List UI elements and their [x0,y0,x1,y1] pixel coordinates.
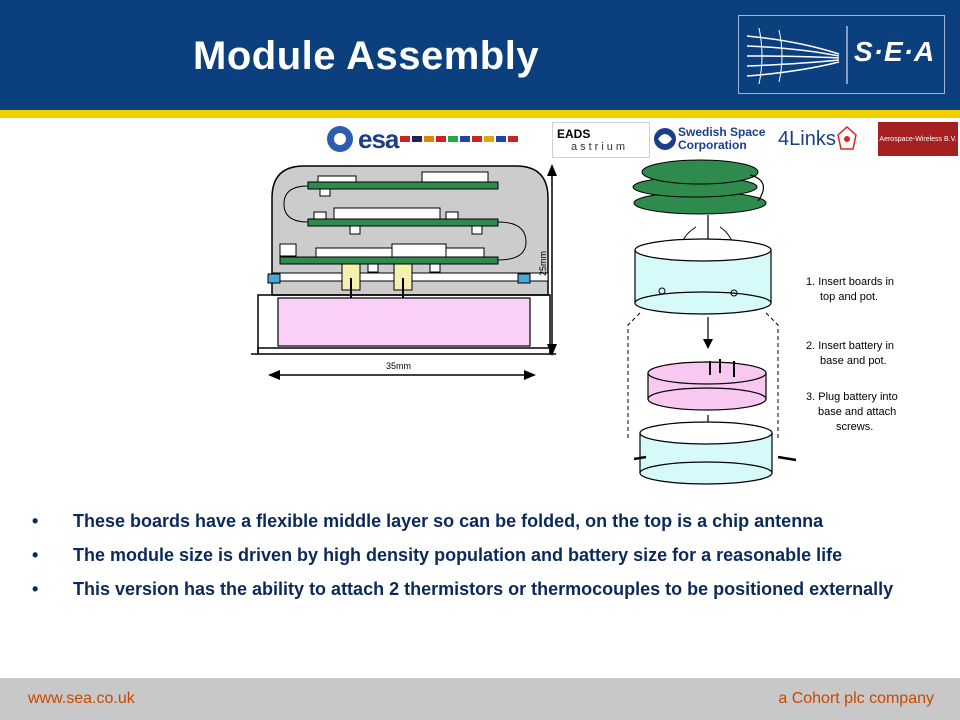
component [391,243,447,258]
bullet-item: This version has the ability to attach 2… [32,578,932,600]
pcb-board-top [307,181,499,190]
esa-logo: esa [324,122,544,156]
screw-right-icon [777,455,797,462]
eads-logo-text: EADS [557,127,591,141]
footer-bar [0,678,960,720]
sea-logo-swoosh-icon [746,26,848,85]
pcb-board-middle [307,218,499,227]
component [367,263,379,273]
step-1-line-1: 1. Insert boards in [806,276,894,288]
ssc-logo-text: Swedish Space [678,125,766,139]
step-1-line-2: top and pot. [820,291,878,303]
esa-globe-icon [327,126,353,152]
step-3-line-1: 3. Plug battery into [806,391,898,403]
4links-logo-text: 4Links [778,127,836,150]
battery-block [277,297,531,347]
arrow-down-icon [547,344,557,356]
guide-dashed-lines [627,312,779,441]
flex-fold-right [497,221,527,261]
battery-top [647,361,767,385]
pot-rim [634,238,772,262]
pot-bottom [634,291,772,315]
height-label: 25mm [538,251,548,276]
component [319,188,331,197]
arrow-up-icon [547,164,557,176]
screw-left-icon [633,455,647,461]
component [333,207,441,220]
component [313,211,327,220]
component [471,225,483,235]
network-star-icon [836,125,857,150]
base-rim [639,421,773,445]
astrium-logo-text: astrium [571,141,629,153]
header-bar [0,0,960,110]
aerospace-wireless-text: Aerospace-Wireless B.V. [879,135,957,143]
ssc-logo-text-2: Corporation [678,138,747,152]
sea-logo [738,15,945,94]
component [317,175,357,183]
step-2-line-2: base and pot. [820,355,887,367]
arrow-right-icon [524,370,536,380]
step-3-line-3: screws. [836,421,873,433]
pcb-board-bottom [279,256,499,265]
footer-company: a Cohort plc company [778,690,934,707]
component [445,211,459,220]
aerospace-wireless-logo: Aerospace-Wireless B.V. [878,122,958,156]
footer-url[interactable]: www.sea.co.uk [28,690,135,707]
sea-logo-text: S·E·A [854,36,936,67]
screw-hole-icon [658,287,666,295]
exploded-assembly-diagram: 1. Insert boards in top and pot. 2. Inse… [627,159,898,485]
ssc-emblem-icon [654,128,676,150]
screw-right-icon [517,273,531,284]
esa-logo-text: esa [358,123,399,154]
component [349,225,361,235]
width-label: 35mm [386,361,411,371]
component [421,171,489,183]
bullet-item: The module size is driven by high densit… [32,544,932,566]
folded-board-top [641,159,759,185]
base-bottom [639,461,773,485]
member-flags-icon [400,136,519,142]
flex-fold-edge [749,174,765,202]
step-2-line-1: 2. Insert battery in [806,340,894,352]
eads-astrium-logo: EADS astrium [552,122,650,158]
screw-hole-icon [730,289,738,297]
base-flange [251,347,556,355]
screw-left-icon [267,273,281,284]
bullet-item: These boards have a flexible middle laye… [32,510,932,532]
4links-logo: 4Links [778,122,878,156]
slide-title: Module Assembly [193,34,540,78]
component [279,243,297,257]
module-cross-section-diagram: 25mm 35mm [251,164,557,380]
arrow-left-icon [268,370,280,380]
header-stripe [0,110,960,118]
battery-bottom [647,387,767,411]
step-3-line-2: base and attach [818,406,896,418]
component [429,263,441,273]
bullet-list: These boards have a flexible middle laye… [32,510,932,612]
flex-fold-left [283,185,309,223]
arrow-down-icon [703,339,713,349]
